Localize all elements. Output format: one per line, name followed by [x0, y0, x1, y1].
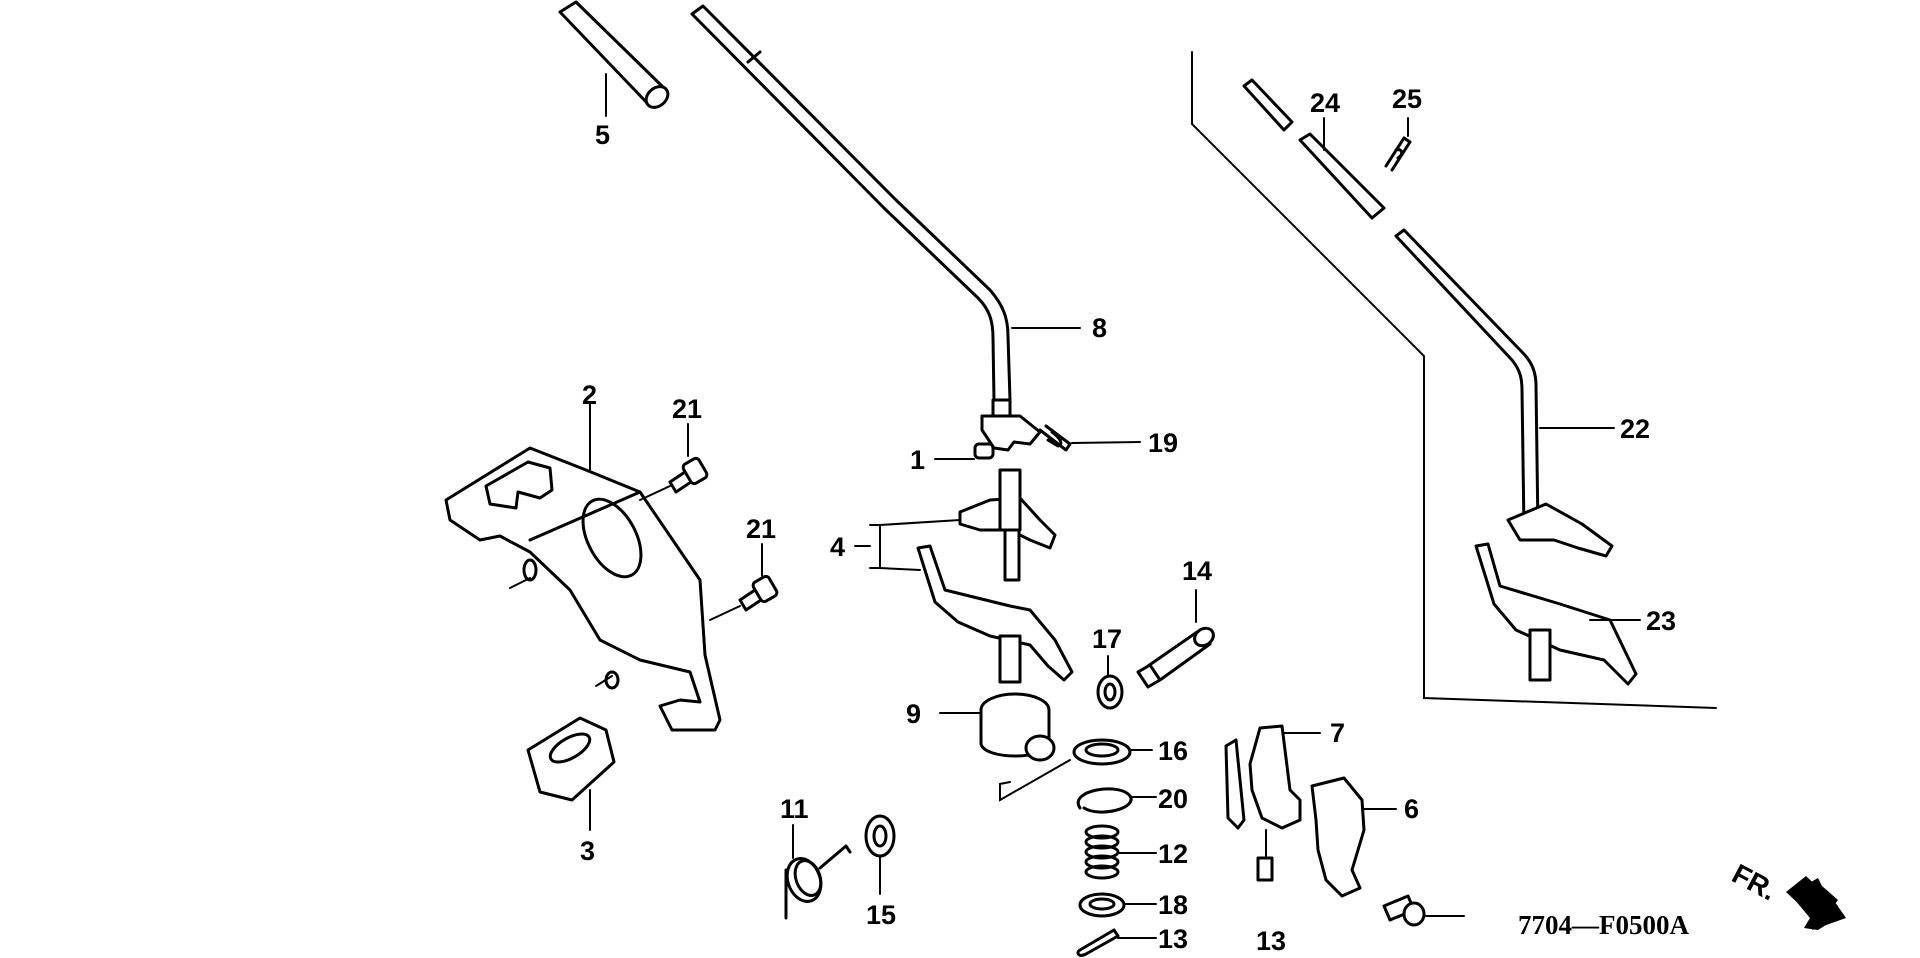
part-9-housing [939, 692, 1071, 802]
part-18-cotter-pin [1076, 928, 1157, 957]
callout-22: 22 [1620, 414, 1650, 444]
part-25-clip [1384, 117, 1412, 172]
callout-6: 6 [1404, 794, 1419, 824]
front-direction-indicator: FR. [1727, 858, 1846, 930]
part-5-grip [558, 0, 670, 117]
part-6-selector-arm [1310, 776, 1465, 927]
callout-12: 18 [1158, 890, 1188, 920]
front-arrow-head [1812, 892, 1846, 930]
callout-3: 3 [580, 836, 595, 866]
callout-21-upper: 21 [672, 394, 702, 424]
part-16-washer [1072, 738, 1153, 766]
part-14-pin [1136, 589, 1215, 689]
part-15-washer [864, 814, 896, 895]
callout-7: 7 [1330, 718, 1345, 748]
callout-9: 9 [906, 699, 921, 729]
part-22-lever-rod [1394, 228, 1615, 532]
part-4-shift-plate [854, 468, 1074, 684]
callout-19: 19 [1148, 428, 1178, 458]
inset-frame [1191, 51, 1717, 709]
callout-13-left: 13 [1256, 926, 1286, 956]
callout-20: 20 [1158, 784, 1188, 814]
part-23-shift-plate [1474, 502, 1641, 686]
part-12-washer [1078, 892, 1157, 918]
callout-17: 17 [1092, 624, 1122, 654]
part-8-lever-rod [690, 4, 1081, 452]
callout-21-lower: 21 [746, 514, 776, 544]
fr-label: FR. [1727, 858, 1781, 907]
part-11-torsion-spring [784, 824, 852, 920]
callout-18: 13 [1158, 924, 1188, 954]
part-1-collar [934, 442, 995, 460]
callout-8: 8 [1092, 313, 1107, 343]
figure-code: 7704—F0500A [1518, 910, 1689, 940]
callout-15: 15 [866, 900, 896, 930]
callout-10: 12 [1158, 839, 1188, 869]
callout-24: 24 [1310, 88, 1340, 118]
part-19-clip [1038, 424, 1141, 452]
callout-4: 4 [830, 532, 845, 562]
callout-16: 16 [1158, 736, 1188, 766]
callout-5: 5 [595, 120, 610, 150]
part-2-guide-plate [444, 403, 722, 732]
callout-2: 2 [582, 380, 597, 410]
part-21-bolt-lower [709, 543, 779, 621]
part-3-rubber-pad [526, 716, 616, 831]
callout-11: 11 [780, 794, 809, 824]
callout-1: 1 [910, 445, 925, 475]
callout-14: 14 [1182, 556, 1212, 586]
part-20-circlip [1076, 787, 1157, 814]
callout-23: 23 [1646, 606, 1676, 636]
part-17-washer [1096, 655, 1124, 710]
part-7-shift-arm [1224, 724, 1321, 882]
part-24-connector [1242, 78, 1386, 220]
part-10-spring [1084, 824, 1157, 880]
part-21-bolt-upper [639, 423, 709, 501]
callout-25: 25 [1392, 84, 1422, 114]
